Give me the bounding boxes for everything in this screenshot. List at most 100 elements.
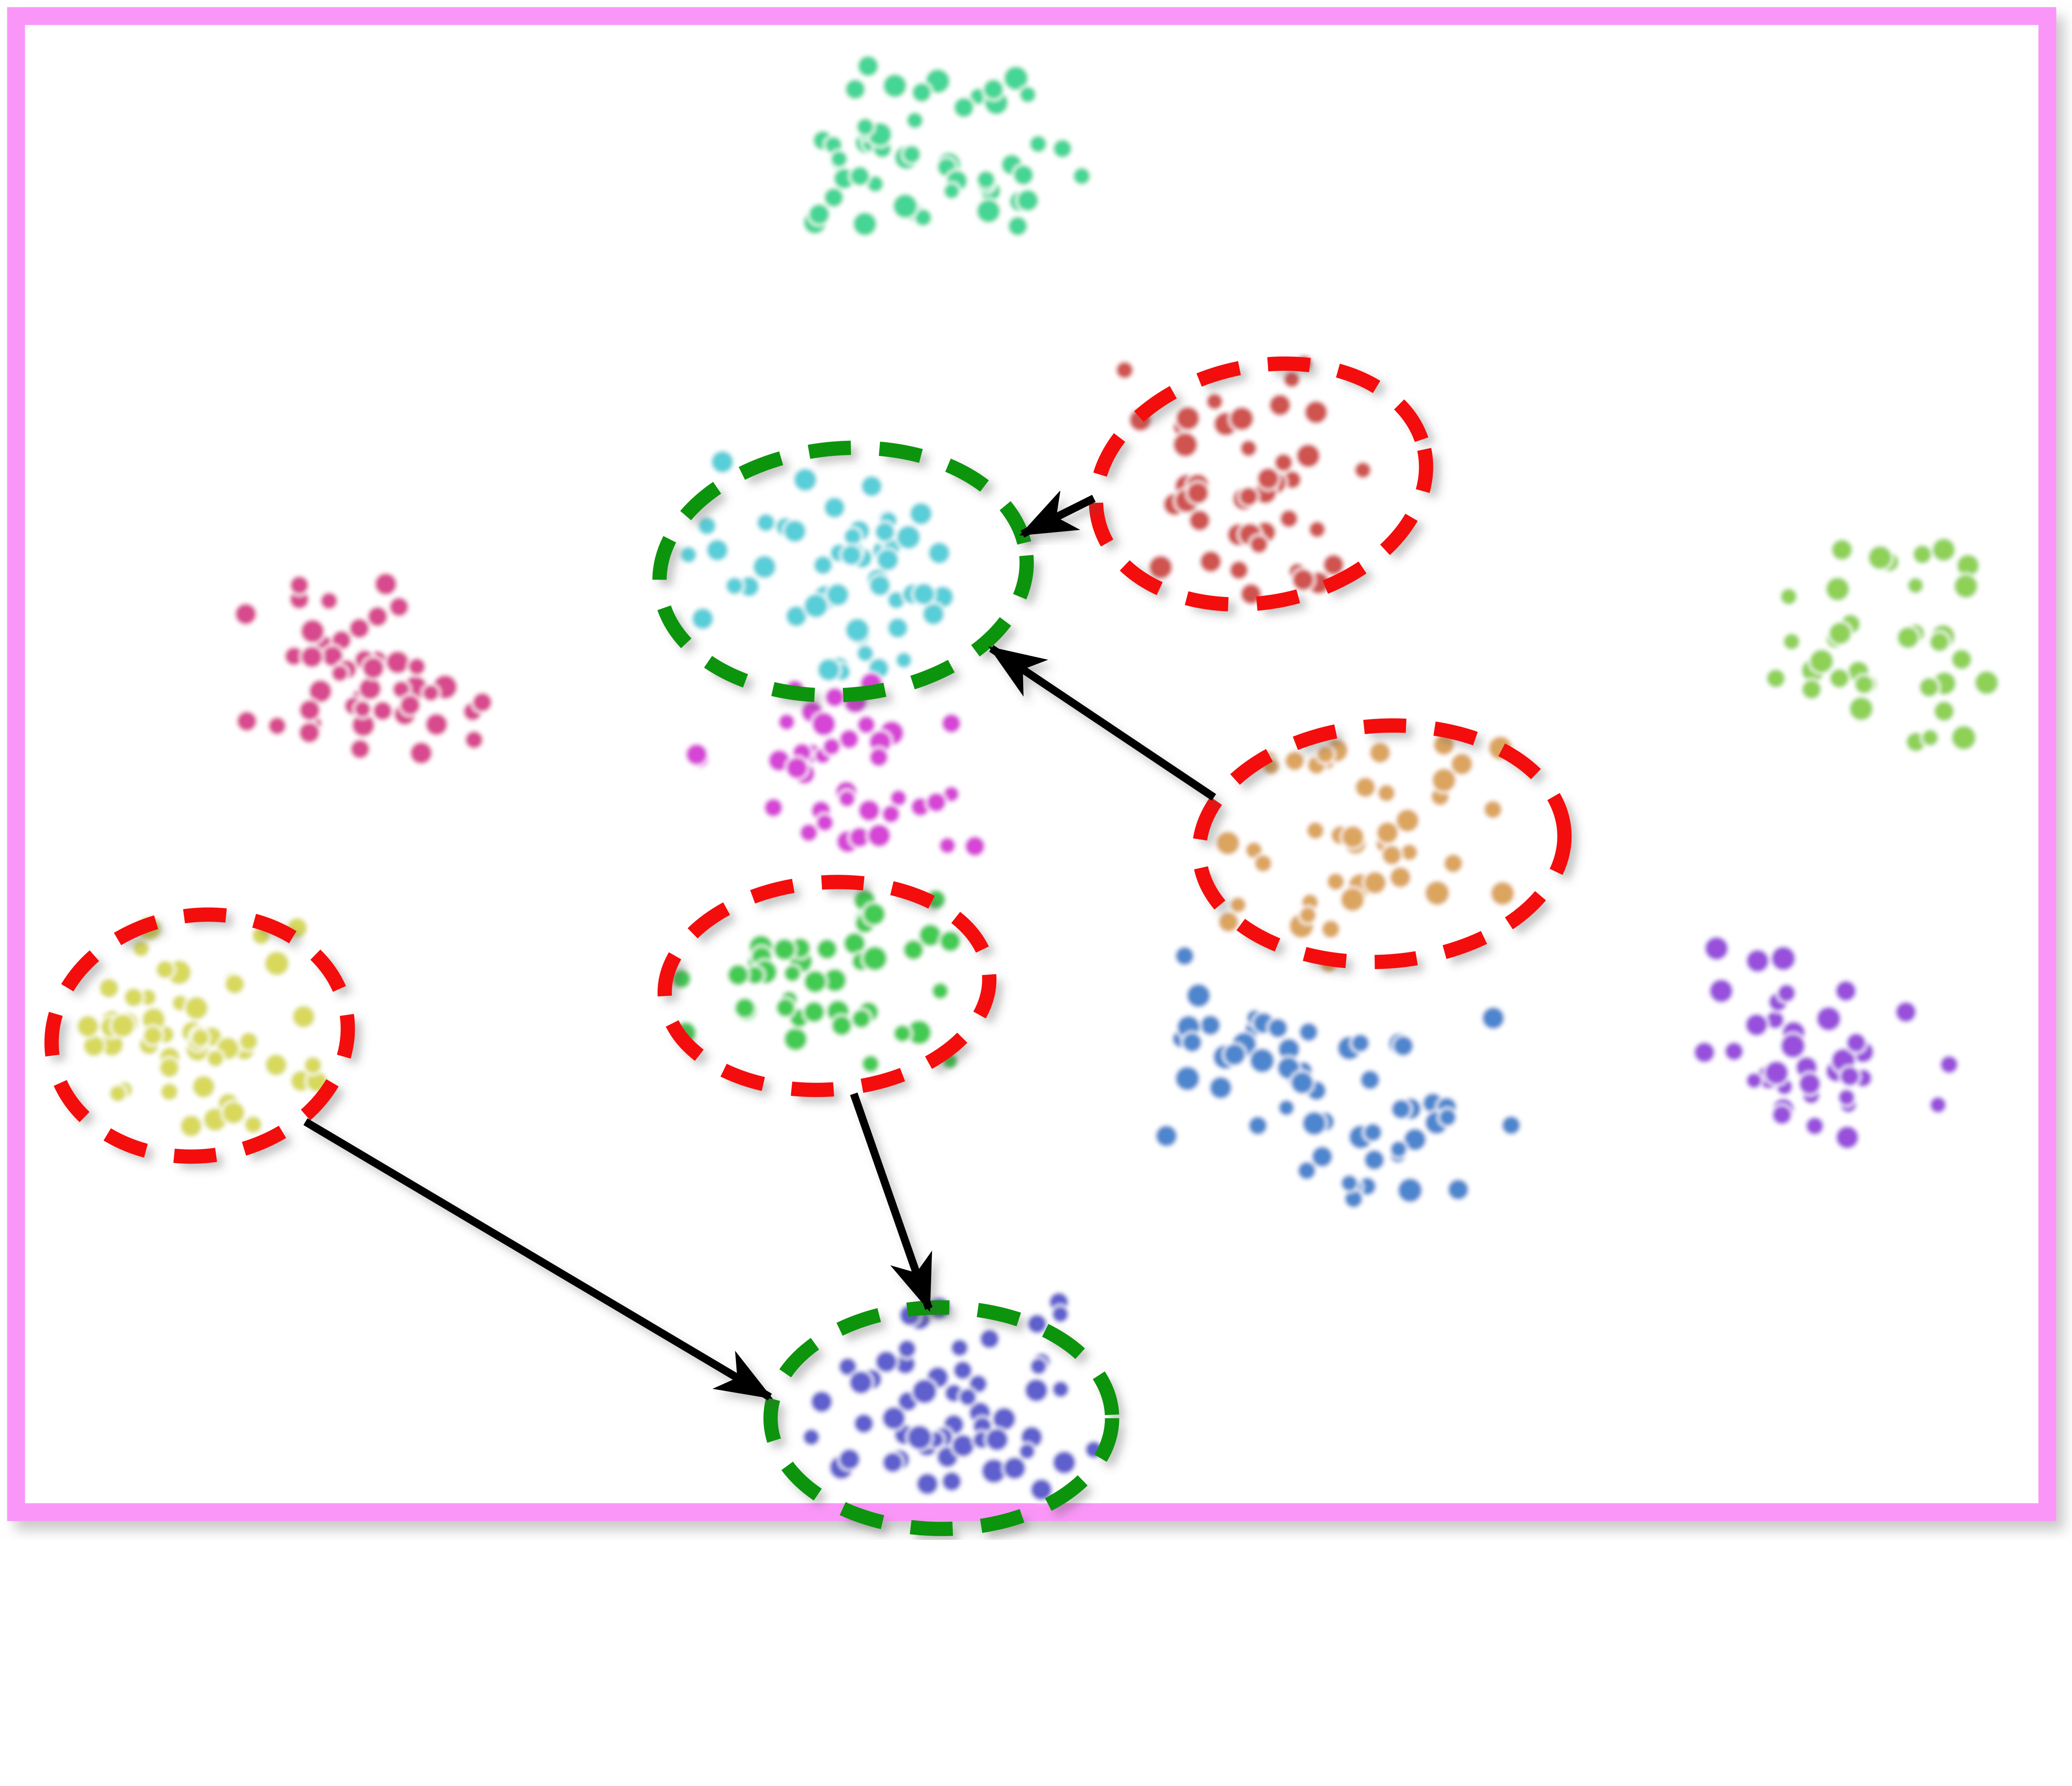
- data-point-slate-indigo: [1028, 1356, 1049, 1377]
- data-point-blue: [1266, 1016, 1290, 1040]
- data-point-mint-top: [1015, 188, 1041, 213]
- data-point-yellow-green: [1973, 669, 2001, 697]
- data-point-mint-top: [900, 143, 923, 165]
- data-point-purple: [1775, 982, 1798, 1004]
- data-point-slate-indigo: [1050, 1304, 1071, 1325]
- data-point-bright-green: [815, 937, 839, 961]
- data-point-purple: [1833, 978, 1859, 1004]
- data-point-mint-top: [881, 72, 909, 100]
- data-point-rose: [371, 699, 395, 723]
- data-point-orange: [1482, 799, 1504, 820]
- clusters-layer: [75, 53, 2001, 1503]
- data-point-mint-top: [905, 110, 925, 131]
- data-point-blue: [1222, 1042, 1247, 1067]
- data-point-yellow: [109, 1012, 136, 1039]
- data-point-slate-indigo: [837, 1447, 862, 1472]
- data-point-orchid: [856, 798, 882, 823]
- data-point-orchid: [821, 736, 842, 757]
- data-point-slate-indigo: [801, 1427, 822, 1447]
- data-point-purple: [1938, 1053, 1960, 1076]
- data-point-mint-top: [806, 202, 832, 227]
- cluster-orange: [1214, 732, 1517, 975]
- data-point-rose: [297, 698, 322, 723]
- data-point-cyan: [816, 656, 842, 683]
- data-point-rose: [470, 690, 494, 714]
- data-point-yellow: [220, 1099, 247, 1126]
- data-point-salmon: [1174, 404, 1202, 432]
- data-point-slate-indigo: [950, 1433, 976, 1459]
- data-point-orange: [1325, 871, 1346, 893]
- data-point-slate-indigo: [837, 1355, 859, 1378]
- data-point-blue: [1154, 1123, 1179, 1149]
- data-point-mint-top: [856, 53, 881, 79]
- data-point-rose: [421, 682, 441, 703]
- data-point-blue: [1389, 1097, 1413, 1121]
- arrow-yellow-to-slate: [303, 1118, 773, 1401]
- data-point-purple: [1744, 947, 1771, 975]
- data-point-purple: [1928, 1094, 1949, 1115]
- data-point-rose: [366, 605, 390, 629]
- data-point-yellow-green: [1917, 675, 1941, 699]
- data-point-mint-top: [843, 77, 867, 102]
- data-point-yellow-green: [1853, 673, 1876, 696]
- data-point-orchid: [810, 710, 838, 738]
- data-point-cyan: [724, 575, 745, 597]
- data-point-yellow-green: [1800, 678, 1823, 701]
- data-point-mint-top: [1011, 163, 1036, 187]
- data-point-yellow: [290, 1003, 317, 1030]
- data-point-orange: [1297, 905, 1318, 926]
- data-point-yellow-green: [1911, 543, 1934, 566]
- cluster-purple: [1692, 934, 1960, 1151]
- data-point-bright-green: [801, 999, 827, 1024]
- data-point-yellow: [154, 958, 176, 980]
- figure-border-frame: [7, 7, 2057, 1521]
- data-point-salmon: [1114, 359, 1135, 381]
- data-point-purple: [1893, 999, 1918, 1024]
- data-point-blue: [1198, 1013, 1222, 1038]
- data-point-blue: [1297, 1021, 1320, 1043]
- data-point-cyan: [812, 554, 835, 576]
- data-point-purple: [1838, 1065, 1861, 1088]
- data-point-blue: [1180, 1031, 1204, 1054]
- data-point-cyan: [704, 537, 730, 563]
- data-point-rose: [318, 590, 340, 612]
- data-point-orange: [1314, 744, 1336, 765]
- data-point-yellow-green: [1949, 724, 1978, 752]
- data-point-mint-top: [829, 149, 850, 169]
- data-point-bright-green: [861, 944, 889, 973]
- data-point-purple: [1692, 1040, 1717, 1065]
- data-point-yellow: [302, 1055, 324, 1076]
- cluster-scatter-plot: [7, 7, 2057, 1536]
- cluster-rose: [233, 571, 494, 766]
- data-point-yellow-green: [1827, 620, 1853, 646]
- data-point-slate-indigo: [951, 1359, 974, 1382]
- data-point-orange: [1368, 740, 1392, 765]
- data-point-yellow-green: [1828, 667, 1851, 690]
- data-point-orange: [1375, 820, 1400, 846]
- data-point-cyan: [867, 573, 893, 598]
- data-point-salmon: [1307, 519, 1328, 540]
- data-point-orchid: [823, 685, 847, 709]
- data-point-purple: [1770, 1103, 1794, 1127]
- data-point-orchid: [814, 812, 835, 833]
- data-point-slate-indigo: [880, 1405, 908, 1432]
- data-point-mint-top: [854, 116, 876, 138]
- cluster-slate-indigo: [801, 1290, 1105, 1503]
- data-point-slate-indigo: [978, 1327, 1001, 1351]
- data-point-mint-top: [851, 210, 879, 238]
- data-point-blue: [1185, 982, 1213, 1009]
- data-point-yellow: [141, 1024, 165, 1047]
- data-point-cyan: [875, 547, 900, 573]
- data-point-orchid: [925, 791, 948, 814]
- data-point-purple: [1744, 1071, 1764, 1091]
- data-point-yellow-green: [1824, 575, 1852, 603]
- red-ellipse-yellow: [44, 907, 355, 1164]
- data-point-salmon: [1237, 485, 1260, 508]
- data-point-cyan: [886, 616, 910, 640]
- data-point-mint-top: [1027, 133, 1049, 155]
- data-point-cyan: [894, 650, 914, 670]
- data-point-yellow: [242, 1114, 264, 1135]
- data-point-yellow: [159, 1081, 180, 1102]
- data-point-rose: [463, 729, 485, 751]
- data-point-salmon: [1227, 559, 1250, 582]
